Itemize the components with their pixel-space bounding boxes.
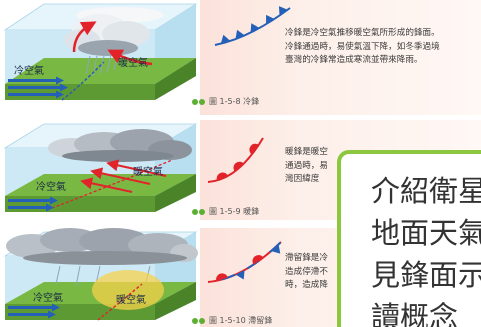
warm-front-diagram: 冷空氣 暖空氣 bbox=[3, 123, 198, 212]
warm-front-description: 暖鋒是暖空 通過時，易 灣因緯度 bbox=[285, 146, 328, 187]
warm-air-label: 暖空氣 bbox=[118, 56, 148, 69]
cold-air-label: 冷空氣 bbox=[36, 180, 66, 193]
stationary-front-semicircles bbox=[216, 255, 264, 281]
description-line: 臺灣的冷鋒常造成寒流並帶來降雨。 bbox=[285, 55, 423, 65]
warm-front-symbol bbox=[207, 137, 264, 183]
caption-text: 圖 1-5-9 暖鋒 bbox=[209, 207, 260, 216]
warm-air-arrow bbox=[107, 49, 153, 66]
description-line: 暖鋒是暖空 bbox=[285, 147, 328, 157]
description-line: 滯留鋒是冷 bbox=[285, 253, 328, 263]
overlay-line: 介紹衛星 bbox=[371, 174, 481, 208]
description-line: 時，造成降 bbox=[285, 280, 328, 290]
description-line: 冷鋒是冷空氣推移暖空氣所形成的鋒面。 bbox=[285, 28, 440, 38]
cold-front-symbol bbox=[214, 6, 291, 46]
ground-front bbox=[5, 196, 155, 212]
stratus-cloud-layer bbox=[48, 129, 192, 162]
cold-front-diagram: 冷空氣 暖空氣 bbox=[3, 3, 198, 101]
figure-caption: 圖 1-5-8 冷鋒 bbox=[192, 97, 259, 107]
cold-air-arrows bbox=[8, 303, 60, 319]
figure-caption: 圖 1-5-9 暖鋒 bbox=[192, 207, 259, 217]
overlay-lines: 介紹衛星 地面天氣 見鋒面示 讀概念 bbox=[341, 154, 481, 327]
figure-badge-icon bbox=[192, 209, 205, 215]
cold-air-label: 冷空氣 bbox=[33, 291, 63, 304]
figure-badge-icon bbox=[192, 318, 205, 324]
warm-air-label: 暖空氣 bbox=[133, 165, 163, 178]
ground-side bbox=[155, 174, 196, 212]
overlay-line: 見鋒面示 bbox=[371, 258, 481, 292]
description-line: 灣因緯度 bbox=[285, 174, 320, 184]
cold-front-description: 冷鋒是冷空氣推移暖空氣所形成的鋒面。 冷鋒通過時，易使氣溫下降，如冬季過境 臺灣… bbox=[285, 27, 440, 68]
stationary-front-diagram: 冷空氣 暖空氣 bbox=[3, 228, 198, 321]
warm-air-label: 暖空氣 bbox=[116, 293, 146, 306]
cold-front-panel bbox=[200, 0, 481, 115]
warm-air-mass bbox=[92, 270, 164, 310]
cold-front-triangles bbox=[220, 6, 288, 44]
stationary-front-symbol bbox=[207, 241, 282, 283]
overlay-line: 地面天氣 bbox=[371, 216, 481, 250]
warm-front-semicircles bbox=[216, 143, 259, 181]
overlay-line: 讀概念 bbox=[371, 300, 459, 327]
ground-side bbox=[155, 282, 196, 320]
front-surface-line bbox=[97, 283, 143, 321]
caption-text: 圖 1-5-8 冷鋒 bbox=[209, 97, 260, 106]
stationary-front-triangles bbox=[235, 244, 281, 280]
description-line: 冷鋒通過時，易使氣溫下降，如冬季過境 bbox=[285, 41, 440, 52]
description-line: 造成停滯不 bbox=[285, 266, 328, 277]
warm-air-arrows bbox=[80, 159, 167, 193]
front-surface-line bbox=[61, 61, 105, 101]
description-line: 通過時，易 bbox=[285, 160, 328, 171]
cold-air-label: 冷空氣 bbox=[14, 64, 44, 77]
ground-side bbox=[155, 58, 196, 100]
figure-badge-icon bbox=[192, 99, 205, 105]
cold-air-arrows bbox=[8, 76, 68, 99]
figure-caption: 圖 1-5-10 滯留鋒 bbox=[192, 316, 272, 326]
caption-text: 圖 1-5-10 滯留鋒 bbox=[209, 316, 273, 325]
cold-air-arrows bbox=[8, 196, 58, 212]
stationary-front-description: 滯留鋒是冷 造成停滯不 時，造成降 bbox=[285, 252, 328, 293]
rising-warm-air-arrow bbox=[72, 21, 97, 53]
rain-cloud-mass bbox=[6, 228, 198, 265]
overlay-text-box: 介紹衛星 地面天氣 見鋒面示 讀概念 bbox=[337, 150, 481, 327]
